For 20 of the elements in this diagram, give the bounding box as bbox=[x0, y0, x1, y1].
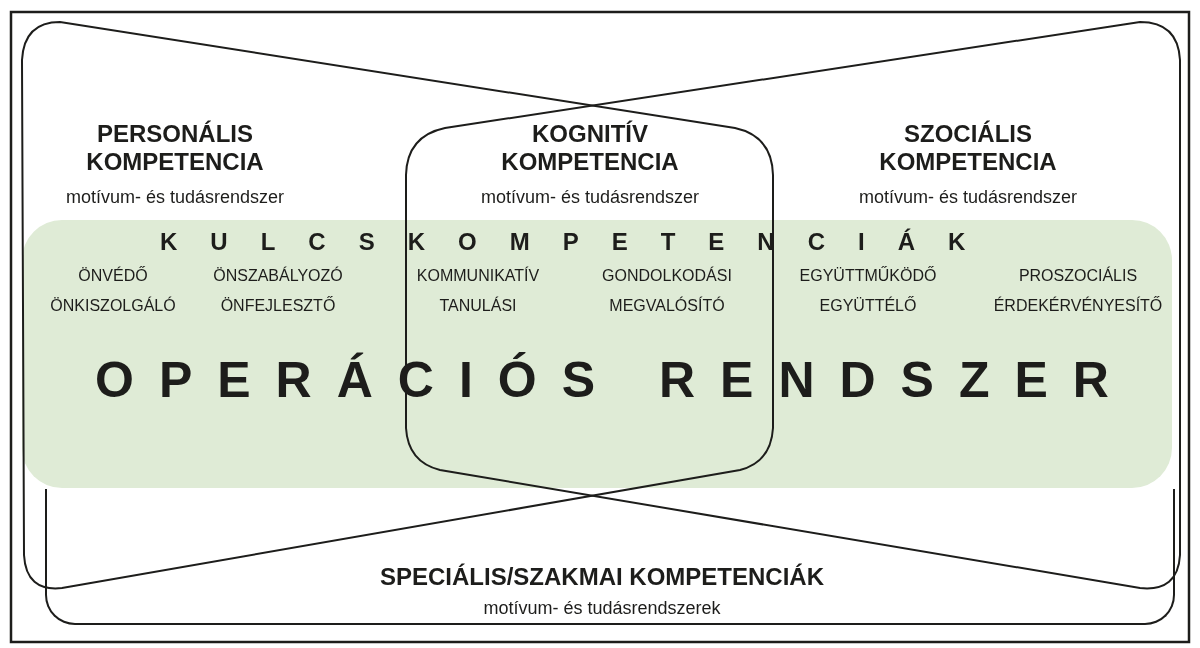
section-subtitle: motívum- és tudásrendszerek bbox=[482, 597, 722, 619]
area-heading: PERSONÁLIS KOMPETENCIA bbox=[85, 120, 265, 176]
competence-item: ÖNKISZOLGÁLÓ bbox=[49, 296, 177, 316]
area-heading: SZOCIÁLIS KOMPETENCIA bbox=[878, 120, 1058, 176]
competence-item: ÖNVÉDŐ bbox=[77, 266, 149, 286]
area-subtitle: motívum- és tudásrendszer bbox=[857, 186, 1079, 208]
area-heading: KOGNITÍV KOMPETENCIA bbox=[500, 120, 680, 176]
competence-item: ÉRDEKÉRVÉNYESÍTŐ bbox=[992, 296, 1164, 316]
competence-item: GONDOLKODÁSI bbox=[601, 266, 733, 286]
competence-item: ÖNFEJLESZTŐ bbox=[219, 296, 337, 316]
competence-item: EGYÜTTÉLŐ bbox=[818, 296, 918, 316]
area-subtitle: motívum- és tudásrendszer bbox=[64, 186, 286, 208]
competence-item: PROSZOCIÁLIS bbox=[1017, 266, 1139, 286]
competence-item: ÖNSZABÁLYOZÓ bbox=[212, 266, 344, 286]
area-subtitle: motívum- és tudásrendszer bbox=[479, 186, 701, 208]
competence-item: KOMMUNIKATÍV bbox=[415, 266, 541, 286]
competence-item: TANULÁSI bbox=[438, 296, 518, 316]
competence-item: MEGVALÓSÍTÓ bbox=[608, 296, 726, 316]
competence-item: EGYÜTTMŰKÖDŐ bbox=[798, 266, 938, 286]
section-heading: SPECIÁLIS/SZAKMAI KOMPETENCIÁK bbox=[379, 563, 825, 591]
